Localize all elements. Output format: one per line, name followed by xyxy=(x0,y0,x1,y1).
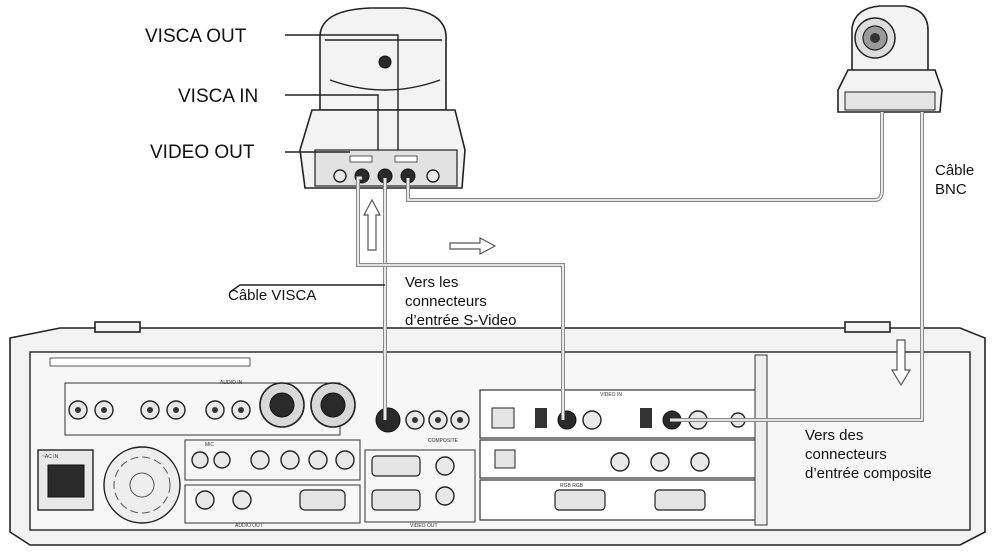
composite-label: COMPOSITE xyxy=(428,438,459,444)
label-composite-2: connecteurs xyxy=(805,446,887,463)
mic-label: MIC xyxy=(205,442,215,448)
flow-arrows xyxy=(363,198,912,387)
label-cable-bnc-2: BNC xyxy=(935,181,967,198)
cables xyxy=(356,112,924,422)
video-in-label: VIDEO IN xyxy=(600,392,622,398)
label-video-out: VIDEO OUT xyxy=(150,142,255,163)
label-visca-out: VISCA OUT xyxy=(145,26,247,47)
audio-out-label: AUDIO OUT xyxy=(235,523,263,529)
label-cable-visca: Câble VISCA xyxy=(228,287,316,304)
video-out-label: VIDEO OUT xyxy=(410,523,438,529)
leader-lines xyxy=(229,34,399,293)
ac-in-label: ~AC IN xyxy=(42,454,59,460)
label-svideo-2: connecteurs xyxy=(405,293,487,310)
label-composite-1: Vers des xyxy=(805,427,863,444)
camera-right xyxy=(837,5,943,113)
labels: VISCA OUT VISCA IN VIDEO OUT Câble BNC C… xyxy=(145,26,974,482)
label-visca-in: VISCA IN xyxy=(178,86,258,107)
label-composite-3: d’entrée composite xyxy=(805,465,932,482)
label-cable-bnc-1: Câble xyxy=(935,162,974,179)
audio-in-label: AUDIO IN xyxy=(220,380,243,386)
label-svideo-3: d’entrée S-Video xyxy=(405,312,516,329)
rear-panel: AUDIO IN COMPOSITE ~AC IN MIC xyxy=(9,321,986,546)
rgb-label: RGB RGB xyxy=(560,483,584,489)
camera-left xyxy=(299,7,466,189)
label-svideo-1: Vers les xyxy=(405,274,458,291)
